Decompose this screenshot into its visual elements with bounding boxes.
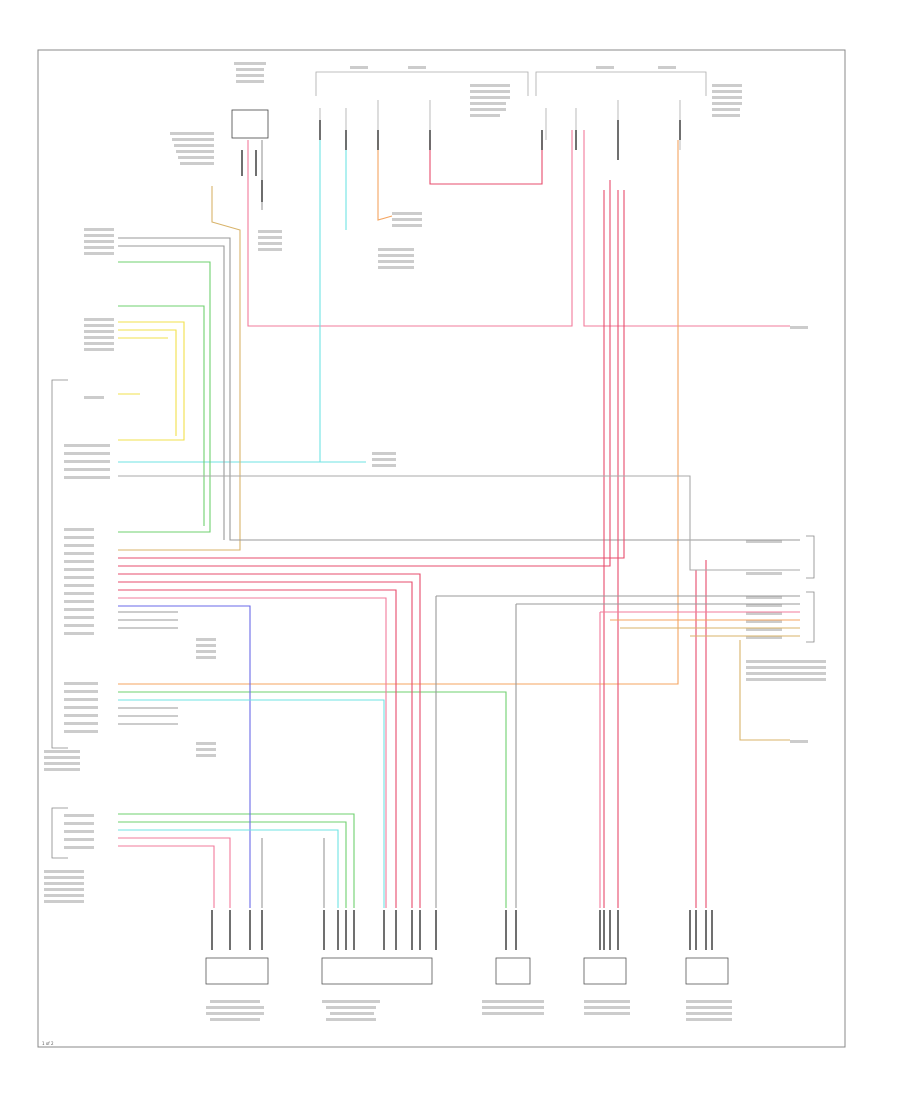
bottom-components bbox=[205, 957, 729, 985]
tcm-bracket bbox=[51, 807, 68, 859]
connector-pins bbox=[211, 120, 713, 950]
component-2 bbox=[321, 957, 433, 985]
component-5 bbox=[685, 957, 729, 985]
component-1 bbox=[205, 957, 269, 985]
wire-red-1 bbox=[118, 190, 625, 559]
label-placeholders bbox=[44, 62, 826, 1021]
wire-red-u bbox=[429, 140, 543, 185]
page-marker: 1 of 2 bbox=[42, 1041, 54, 1046]
pcm-bracket bbox=[51, 379, 68, 749]
wire-yellow bbox=[118, 321, 185, 441]
component-3 bbox=[495, 957, 531, 985]
wire-pink-top bbox=[247, 130, 573, 327]
wire-orange-mid bbox=[377, 140, 393, 221]
wire-orange-long bbox=[118, 140, 679, 685]
component-4 bbox=[583, 957, 627, 985]
wires bbox=[118, 130, 800, 908]
wire-green-3 bbox=[118, 691, 507, 908]
wire-tan bbox=[118, 186, 241, 551]
wire-pink-top-right bbox=[583, 130, 790, 327]
wire-green-1 bbox=[118, 261, 211, 533]
diagram-frame bbox=[37, 49, 846, 1048]
top-connectors bbox=[231, 71, 707, 150]
wire-green-2 bbox=[118, 305, 205, 526]
wire-cyan bbox=[118, 140, 321, 463]
module-box-top bbox=[231, 109, 269, 139]
right-connectors bbox=[806, 535, 815, 643]
wire-blue bbox=[118, 605, 251, 908]
